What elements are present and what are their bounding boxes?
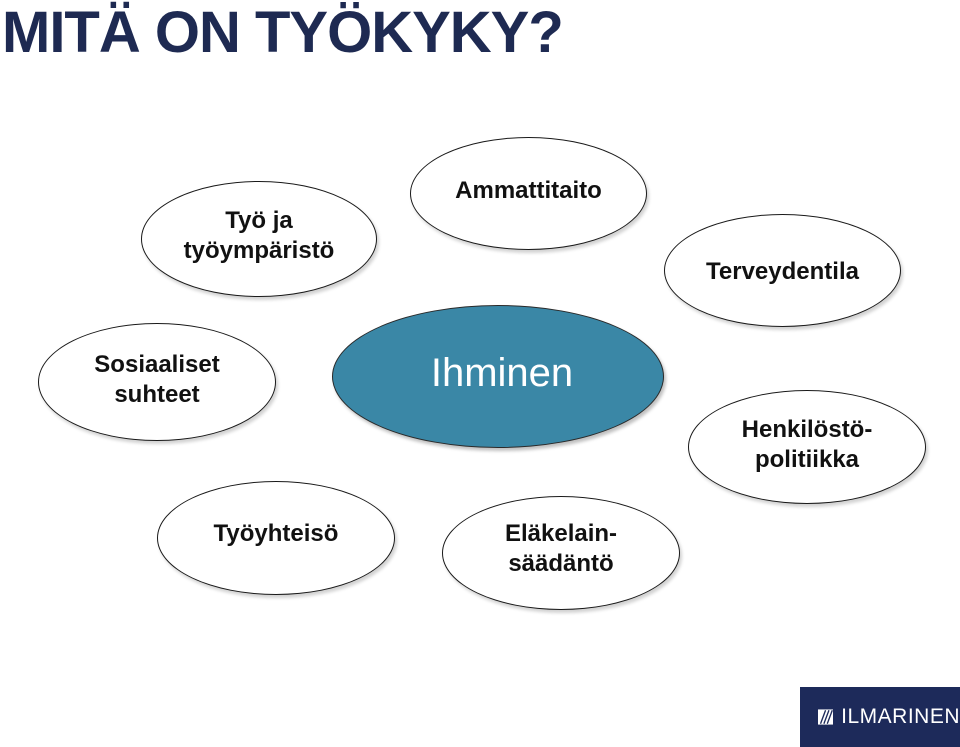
bubble-line: Ammattitaito xyxy=(455,177,602,204)
bubble-line: säädäntö xyxy=(508,550,614,577)
ilmarinen-logo-mark-icon xyxy=(818,709,834,725)
ilmarinen-logo: ILMARINEN xyxy=(800,687,960,747)
bubble-line: Henkilöstö- xyxy=(741,416,873,443)
bubble-line: työympäristö xyxy=(183,237,335,264)
logo-text: ILMARINEN xyxy=(841,705,960,728)
bubble-line: politiikka xyxy=(754,446,860,473)
bubble-line: suhteet xyxy=(114,381,200,408)
bubble-line: Työyhteisö xyxy=(213,520,339,547)
bubble-tyo-ja-tyoymparisto: Työ ja työympäristö xyxy=(141,181,377,297)
center-label: Ihminen xyxy=(430,351,574,395)
bubble-line: Terveydentila xyxy=(706,258,859,285)
bubble-terveydentila: Terveydentila xyxy=(664,214,901,327)
bubble-tyoyhteiso: Työyhteisö xyxy=(157,481,395,595)
bubble-elakelainsaadanto: Eläkelain- säädäntö xyxy=(442,496,680,610)
bubble-line: Sosiaaliset xyxy=(94,351,220,378)
bubble-line: Eläkelain- xyxy=(504,520,618,547)
page-title: MITÄ ON TYÖKYKY? xyxy=(2,0,564,65)
center-bubble xyxy=(332,305,664,448)
bubble-sosiaaliset-suhteet: Sosiaaliset suhteet xyxy=(38,323,276,441)
bubble-henkilostopolitiikka: Henkilöstö- politiikka xyxy=(688,390,926,504)
bubble-ammattitaito: Ammattitaito xyxy=(410,137,647,250)
bubble-line: Työ ja xyxy=(225,207,293,234)
